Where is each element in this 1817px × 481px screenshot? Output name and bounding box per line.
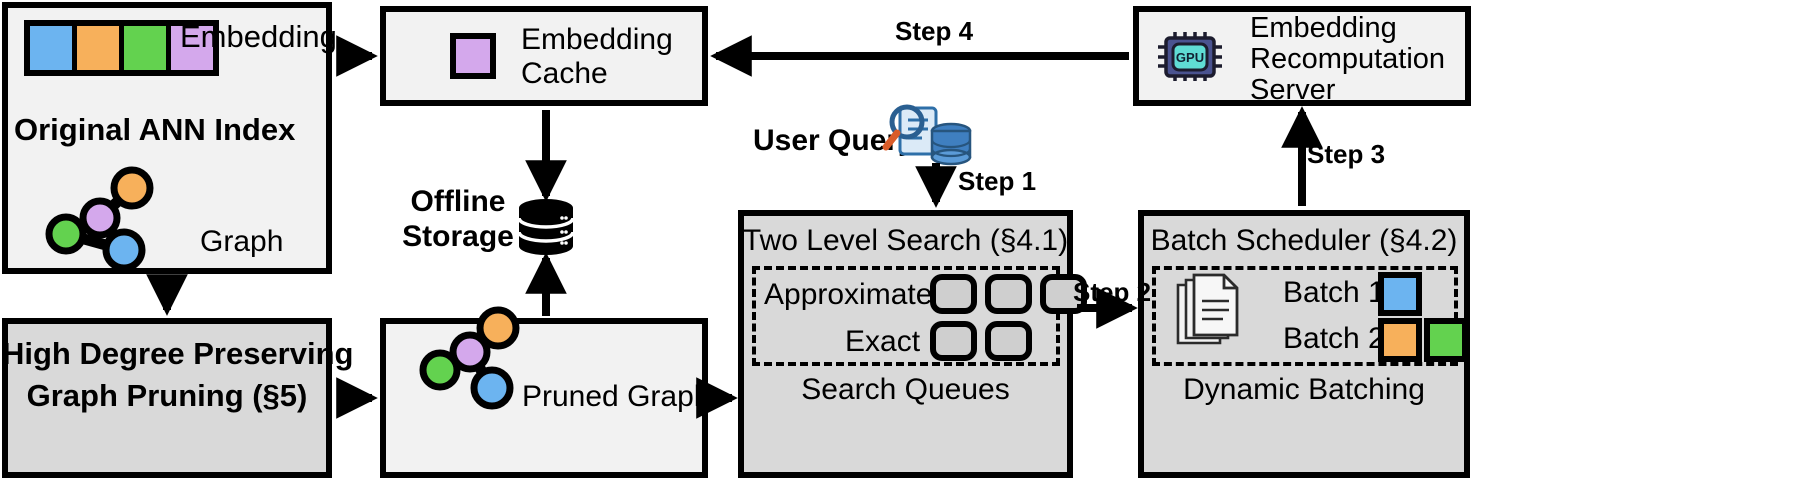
recomputation-server-line2: Recomputation	[1250, 43, 1446, 75]
embedding-color-strip	[24, 20, 219, 76]
embedding-cell-orange	[77, 26, 124, 70]
approximate-queue-slot[interactable]	[930, 274, 977, 314]
embedding-cache-box	[380, 6, 708, 106]
exact-queue-group	[930, 321, 1032, 361]
embedding-cache-chip	[450, 33, 496, 79]
embedding-cell-blue	[30, 26, 77, 70]
recomputation-server-line3: Server	[1250, 74, 1336, 106]
graph-pruning-line1: High Degree Preserving	[2, 336, 354, 371]
search-queues-footer: Search Queues	[801, 373, 1010, 406]
offline-storage-line1: Offline	[410, 185, 506, 218]
graph-label: Graph	[200, 225, 284, 258]
recomputation-server-line1: Embedding	[1250, 12, 1397, 44]
exact-queue-slot[interactable]	[930, 321, 977, 361]
documents-stack-icon	[1176, 273, 1239, 345]
search-queues-dashed-region	[752, 266, 1060, 366]
embedding-label: Embedding	[180, 19, 337, 54]
dynamic-batching-dashed-region	[1152, 266, 1458, 366]
batch-2-chip-green	[1424, 318, 1468, 362]
approximate-queue-group	[930, 274, 1087, 314]
batch-2-chip-orange	[1378, 318, 1422, 362]
gpu-chip-icon-text: GPU	[1176, 50, 1204, 65]
ann-graph-glyph	[45, 166, 154, 272]
magnifier-document-database-icon	[882, 104, 972, 166]
dynamic-batching-footer: Dynamic Batching	[1183, 373, 1425, 406]
graph-pruning-box	[2, 318, 332, 478]
embedding-cell-green	[124, 26, 171, 70]
graph-pruning-line2: Graph Pruning (§5)	[26, 378, 308, 413]
approximate-queue-slot[interactable]	[985, 274, 1032, 314]
two-level-search-title: Two Level Search (§4.1)	[742, 224, 1069, 257]
step-1-label: Step 1	[958, 166, 1037, 196]
batch-scheduler-title: Batch Scheduler (§4.2)	[1150, 224, 1458, 257]
embedding-cell-purple	[171, 26, 213, 70]
embedding-cache-line1: Embedding	[521, 23, 673, 56]
exact-queue-slot[interactable]	[985, 321, 1032, 361]
pruned-graph-box	[380, 318, 708, 478]
pruned-graph-glyph	[419, 306, 520, 410]
step-4-label: Step 4	[895, 16, 974, 46]
database-cylinder-icon	[517, 199, 575, 255]
search-row-label-exact: Exact	[845, 325, 921, 358]
search-row-label-approximate: Approximate	[764, 278, 933, 311]
original-ann-index-title: Original ANN Index	[14, 112, 296, 147]
batch-1-chip-blue	[1378, 272, 1422, 316]
offline-storage-line2: Storage	[402, 220, 514, 253]
embedding-cache-line2: Cache	[521, 57, 608, 90]
gpu-chip-icon: GPU	[1158, 32, 1222, 81]
